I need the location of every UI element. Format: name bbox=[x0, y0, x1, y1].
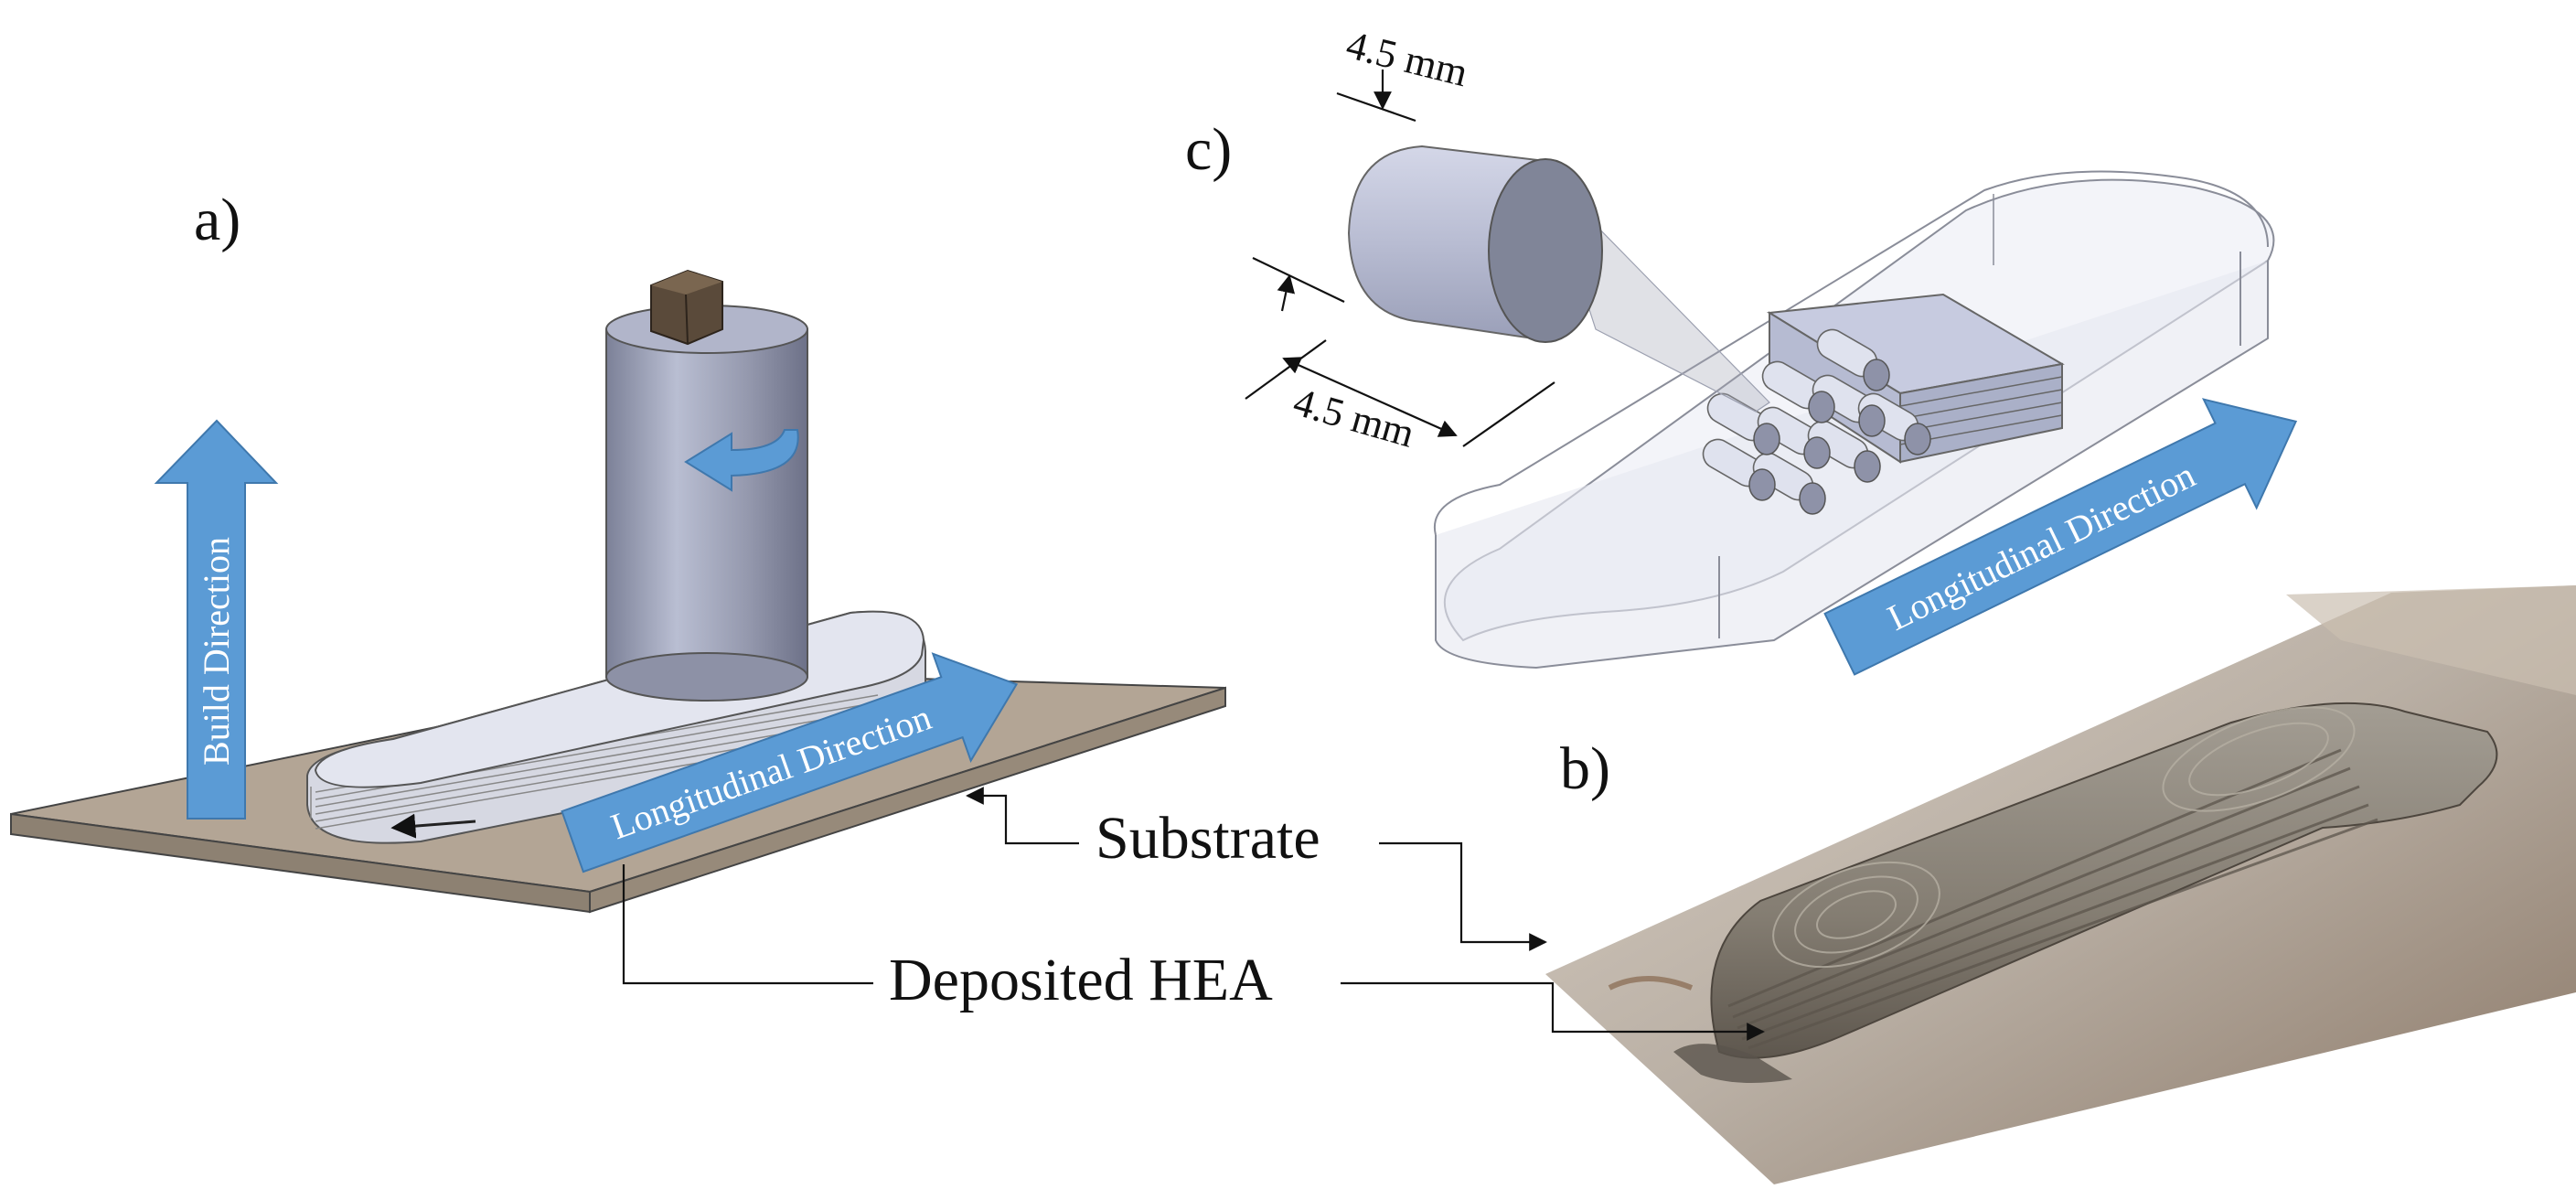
panel-b-letter: b) bbox=[1560, 735, 1610, 802]
rotating-tool bbox=[605, 269, 808, 702]
deposit-photo bbox=[1545, 585, 2576, 1184]
build-direction-arrow: Build Direction bbox=[154, 419, 279, 820]
dimension-top: 4.5 mm bbox=[1336, 22, 1472, 123]
substrate-callout: Substrate bbox=[966, 787, 1547, 951]
rotation-arrow-icon bbox=[684, 429, 799, 492]
build-direction-label: Build Direction bbox=[196, 537, 237, 766]
single-rod-enlarged bbox=[1347, 145, 1603, 343]
panel-c: c) bbox=[1185, 22, 2298, 676]
panel-b: b) bbox=[1545, 585, 2576, 1184]
deposited-hea-callout: Deposited HEA bbox=[622, 864, 1765, 1041]
dimension-top-label: 4.5 mm bbox=[1342, 22, 1472, 95]
panel-a: a) Build D bbox=[10, 187, 1226, 914]
tool-pin bbox=[650, 269, 723, 346]
panel-a-letter: a) bbox=[194, 187, 240, 253]
substrate-label: Substrate bbox=[1096, 805, 1320, 872]
deposited-hea-label: Deposited HEA bbox=[889, 947, 1273, 1013]
panel-c-letter: c) bbox=[1185, 116, 1232, 183]
rod-bundle bbox=[1702, 328, 1931, 515]
